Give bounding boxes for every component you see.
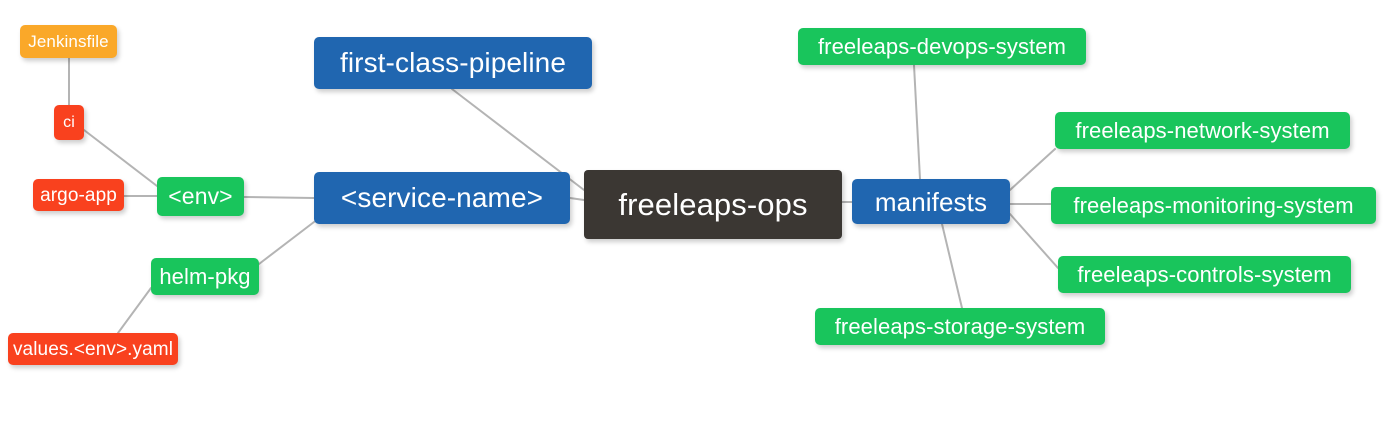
- mindmap-node-helm-pkg[interactable]: helm-pkg: [151, 258, 259, 295]
- mindmap-edge-manifests-to-freeleaps-devops-system: [913, 64, 921, 180]
- mindmap-node-label: freeleaps-ops: [618, 187, 808, 222]
- mindmap-node-freeleaps-network-system[interactable]: freeleaps-network-system: [1055, 112, 1350, 149]
- mindmap-node-label: argo-app: [40, 184, 117, 206]
- mindmap-node-label: freeleaps-network-system: [1075, 117, 1330, 143]
- mindmap-node-argo-app[interactable]: argo-app: [33, 179, 124, 211]
- mindmap-node-freeleaps-storage-system[interactable]: freeleaps-storage-system: [815, 308, 1105, 345]
- mindmap-node-label: freeleaps-monitoring-system: [1073, 192, 1354, 218]
- mindmap-node-label: values.<env>.yaml: [12, 338, 174, 360]
- mindmap-node-label: <env>: [168, 183, 233, 209]
- mindmap-node-manifests[interactable]: manifests: [852, 179, 1010, 224]
- mindmap-edge-service-name-to-env: [243, 196, 315, 199]
- mindmap-node-label: first-class-pipeline: [339, 47, 567, 78]
- mindmap-node-first-class-pipeline[interactable]: first-class-pipeline: [314, 37, 592, 89]
- mindmap-node-env[interactable]: <env>: [157, 177, 244, 216]
- mindmap-node-freeleaps-devops-system[interactable]: freeleaps-devops-system: [798, 28, 1086, 65]
- mindmap-node-jenkinsfile[interactable]: Jenkinsfile: [20, 25, 117, 58]
- mindmap-node-service-name[interactable]: <service-name>: [314, 172, 570, 224]
- mindmap-node-label: helm-pkg: [159, 263, 251, 289]
- mindmap-edge-freeleaps-ops-to-service-name: [569, 197, 585, 201]
- mindmap-node-label: manifests: [874, 186, 988, 217]
- mindmap-node-values-env-yaml[interactable]: values.<env>.yaml: [8, 333, 178, 365]
- mindmap-node-label: <service-name>: [340, 182, 544, 213]
- mindmap-node-label: freeleaps-storage-system: [834, 313, 1086, 339]
- mindmap-edge-manifests-to-freeleaps-storage-system: [941, 223, 963, 309]
- mindmap-node-label: ci: [63, 113, 75, 131]
- mindmap-node-label: freeleaps-controls-system: [1077, 261, 1332, 287]
- mindmap-edge-env-to-ci: [83, 129, 158, 187]
- mindmap-edge-helm-pkg-to-values-env-yaml: [117, 287, 152, 334]
- mindmap-edge-manifests-to-freeleaps-network-system: [1009, 148, 1056, 191]
- mindmap-node-freeleaps-monitoring-system[interactable]: freeleaps-monitoring-system: [1051, 187, 1376, 224]
- mindmap-node-label: Jenkinsfile: [28, 32, 109, 51]
- mindmap-node-freeleaps-ops[interactable]: freeleaps-ops: [584, 170, 842, 239]
- mindmap-node-label: freeleaps-devops-system: [817, 33, 1067, 59]
- mindmap-node-ci[interactable]: ci: [54, 105, 84, 140]
- mindmap-edge-manifests-to-freeleaps-controls-system: [1009, 213, 1059, 269]
- mindmap-node-freeleaps-controls-system[interactable]: freeleaps-controls-system: [1058, 256, 1351, 293]
- mindmap-edge-service-name-to-helm-pkg: [258, 221, 315, 265]
